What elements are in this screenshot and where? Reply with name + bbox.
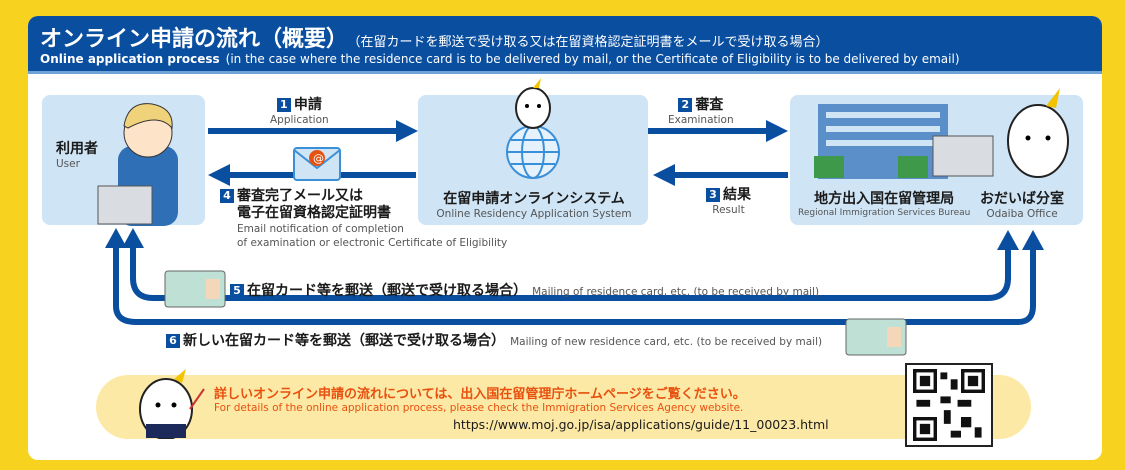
mascot-icon [515, 78, 551, 129]
system-label-en: Online Residency Application System [436, 208, 632, 220]
office-label: おだいば分室 [980, 191, 1064, 207]
arrow-mail-new-card [113, 246, 1036, 325]
user-label: 利用者 [56, 141, 98, 157]
step-label-en: Result [712, 204, 745, 216]
step-label-en-2: of examination or electronic Certificate… [237, 237, 508, 249]
step-number: 3 [706, 188, 720, 202]
info-text: 詳しいオンライン申請の流れについては、出入国在留管理庁ホームページをご覧ください… [214, 387, 746, 402]
new-residence-card-icon [845, 318, 907, 356]
office-label-en: Odaiba Office [986, 208, 1058, 220]
process-card: オンライン申請の流れ（概要） （在留カードを郵送で受け取る又は在留資格認定証明書を… [28, 16, 1102, 460]
info-text-en: For details of the online application pr… [214, 402, 744, 414]
step-label: 在留カード等を郵送（郵送で受け取る場合） [247, 283, 527, 299]
step-number: 6 [166, 334, 180, 348]
step-label-en: Application [270, 114, 329, 126]
step-number: 1 [276, 98, 291, 112]
qr-code[interactable] [905, 363, 993, 447]
page-title: オンライン申請の流れ（概要） （在留カードを郵送で受け取る又は在留資格認定証明書を… [40, 21, 829, 53]
email-icon: @ [293, 147, 341, 181]
system-label: 在留申請オンラインシステム [443, 191, 625, 207]
step-label-en: Email notification of completion [237, 223, 404, 235]
arrow-result [673, 172, 788, 178]
residence-card-icon [164, 270, 226, 308]
title-note: （在留カードを郵送で受け取る又は在留資格認定証明書をメールで受け取る場合） [354, 35, 829, 50]
step-number: 2 [678, 98, 693, 112]
step-label-en: Mailing of residence card, etc. (to be r… [532, 286, 820, 298]
step-label-2: 電子在留資格認定証明書 [237, 205, 391, 221]
step-label-en: Examination [668, 114, 734, 126]
mascot-pointing-icon [139, 369, 205, 439]
svg-text:@: @ [313, 152, 324, 165]
step-number: 5 [230, 284, 244, 298]
step-label: 新しい在留カード等を郵送（郵送で受け取る場合） [183, 333, 505, 349]
step-label: 申請 [293, 97, 322, 113]
subtitle-note: (in the case where the residence card is… [225, 52, 960, 66]
title-text: オンライン申請の流れ（概要） [40, 27, 349, 52]
odaiba-mascot-icon [1007, 88, 1069, 178]
bureau-label-en: Regional Immigration Services Bureau [798, 208, 971, 218]
header: オンライン申請の流れ（概要） （在留カードを郵送で受け取る又は在留資格認定証明書を… [28, 16, 1102, 74]
info-banner: 詳しいオンライン申請の流れについては、出入国在留管理庁ホームページをご覧ください… [96, 369, 1031, 439]
arrow-mail-card [130, 246, 1011, 301]
globe-icon [506, 125, 560, 179]
step-label: 審査 [695, 97, 724, 113]
step-label-en: Mailing of new residence card, etc. (to … [510, 336, 823, 348]
step-number: 4 [220, 189, 234, 203]
user-illustration [97, 103, 178, 226]
step-label: 審査完了メール又は [237, 188, 363, 204]
website-link[interactable]: https://www.moj.go.jp/isa/applications/g… [453, 417, 829, 432]
subtitle: Online application process (in the case w… [40, 52, 960, 66]
user-label-en: User [56, 158, 80, 170]
arrow-application [208, 128, 398, 134]
flow-arrows: @ [97, 78, 1069, 356]
step-label: 結果 [723, 187, 751, 203]
subtitle-text: Online application process [40, 52, 220, 66]
building-icon [814, 104, 994, 179]
bureau-label: 地方出入国在留管理局 [814, 191, 955, 207]
arrow-examination [648, 128, 768, 134]
